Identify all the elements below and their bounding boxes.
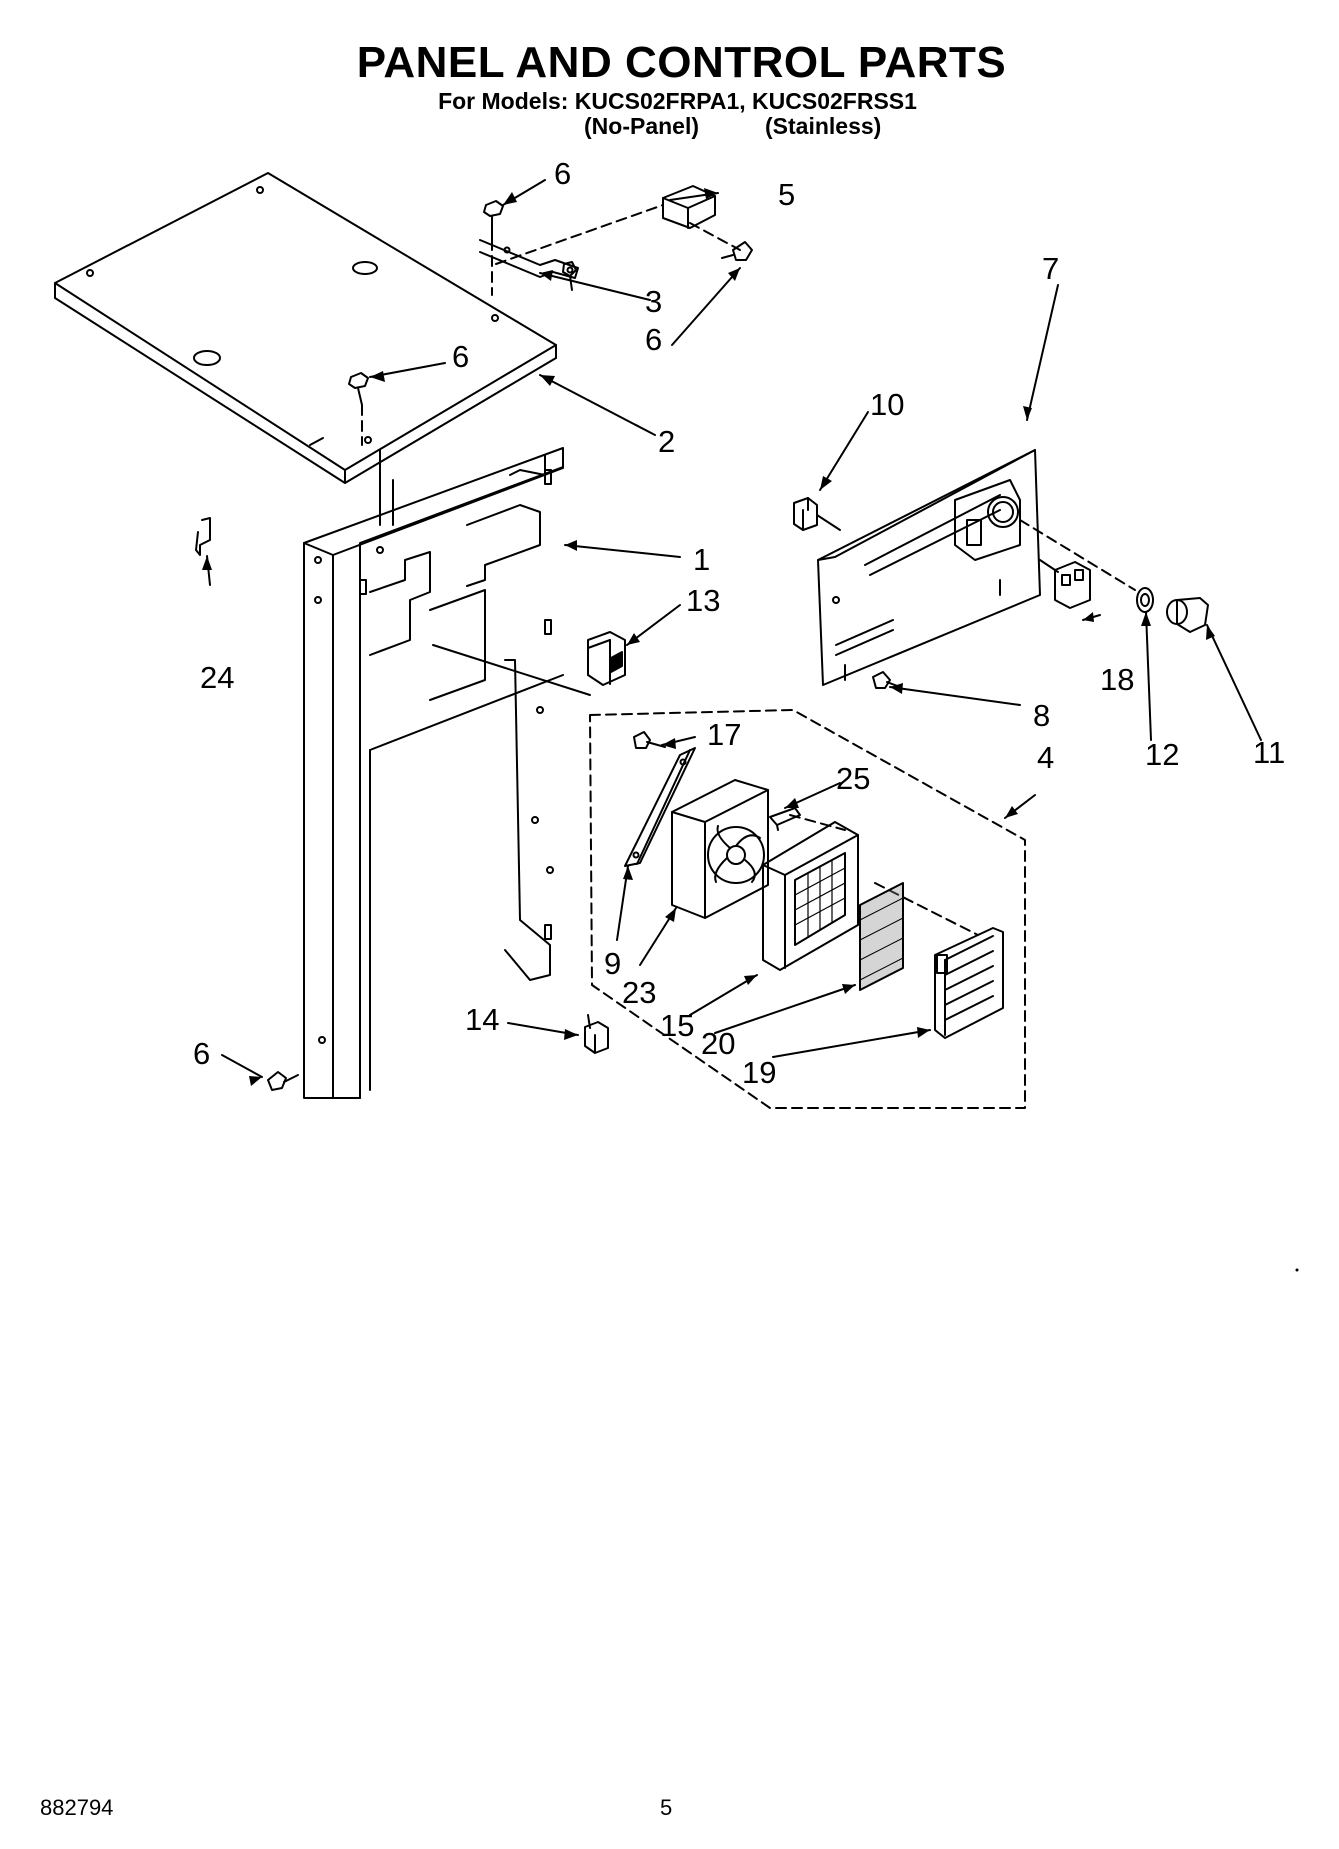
- callout-19: 19: [742, 1055, 776, 1090]
- block-part-5: [662, 185, 716, 229]
- callout-9: 9: [604, 946, 621, 981]
- callout-17: 17: [707, 717, 741, 752]
- screw-part-6-mid: [562, 261, 577, 291]
- callout-20: 20: [701, 1026, 735, 1061]
- arrowheads: [202, 188, 1215, 1086]
- frame-part-15: [762, 821, 859, 971]
- variant-stainless: (Stainless): [765, 113, 882, 139]
- callout-6b: 6: [645, 322, 662, 357]
- top-panel-part: [54, 172, 557, 484]
- callout-14: 14: [465, 1002, 499, 1037]
- switch-part-10: [793, 497, 841, 531]
- bracket-part-9: [624, 747, 696, 867]
- callout-5: 5: [778, 177, 795, 212]
- document-number: 882794: [40, 1795, 114, 1820]
- switch-part-18: [1039, 559, 1091, 609]
- callout-18: 18: [1100, 662, 1134, 697]
- page-number: 5: [660, 1795, 673, 1820]
- callout-6c: 6: [452, 339, 469, 374]
- screw-part-6-top: [483, 200, 504, 241]
- callout-6d: 6: [193, 1036, 210, 1071]
- switch-part-13: [432, 631, 626, 696]
- callout-6a: 6: [554, 156, 571, 191]
- stray-mark: [1295, 1268, 1299, 1272]
- variant-no-panel: (No-Panel): [584, 113, 699, 139]
- callout-24: 24: [200, 660, 234, 695]
- screw-part-17: [633, 731, 666, 749]
- callout-23: 23: [622, 975, 656, 1010]
- screw-part-6-right: [721, 241, 753, 261]
- callout-12: 12: [1145, 737, 1179, 772]
- grille-part-19: [934, 927, 1004, 1039]
- screw-part-6-left: [348, 372, 369, 406]
- callout-3: 3: [645, 284, 662, 319]
- callout-1: 1: [693, 542, 710, 577]
- nut-part-12: [1136, 587, 1154, 613]
- control-panel-part-7: [817, 449, 1041, 686]
- models-subtitle: For Models: KUCS02FRPA1, KUCS02FRSS1: [438, 88, 917, 114]
- callout-7: 7: [1042, 251, 1059, 286]
- clip-part-24: [195, 517, 211, 556]
- filter-part-20: [859, 882, 904, 991]
- clip-part-25: [769, 807, 801, 831]
- callout-13: 13: [686, 583, 720, 618]
- callout-15: 15: [660, 1008, 694, 1043]
- assembly-lines: [361, 204, 1136, 1109]
- fan-part-23: [671, 779, 769, 919]
- leader-lines: [206, 179, 1262, 1078]
- bracket-part-3: [479, 239, 579, 279]
- screw-part-6-bottom: [267, 1071, 299, 1091]
- callout-25: 25: [836, 761, 870, 796]
- callout-labels: 6 5 3 6 6 2 1 13 24 7 10 18 8 12 11 4 17…: [193, 156, 1285, 1090]
- callout-2: 2: [658, 424, 675, 459]
- page-title: PANEL AND CONTROL PARTS: [356, 38, 1007, 87]
- callout-10: 10: [870, 387, 904, 422]
- knob-part-11: [1166, 597, 1209, 633]
- callout-8: 8: [1033, 698, 1050, 733]
- callout-4: 4: [1037, 740, 1054, 775]
- clip-part-14: [584, 1014, 609, 1054]
- callout-11: 11: [1253, 735, 1285, 770]
- side-panel-part: [303, 447, 564, 1099]
